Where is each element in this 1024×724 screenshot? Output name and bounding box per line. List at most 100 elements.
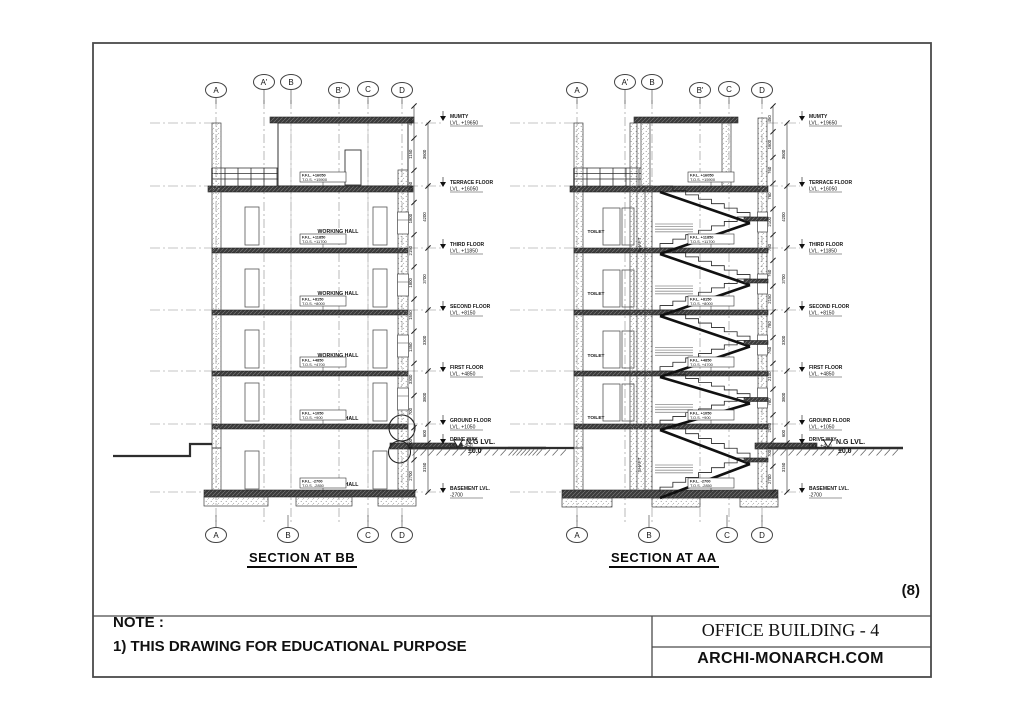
grid-bubble-aa-bottom-b: B bbox=[638, 515, 660, 543]
svg-text:T.O.S. +11700: T.O.S. +11700 bbox=[690, 239, 716, 244]
svg-text:F.F.L. +11850: F.F.L. +11850 bbox=[690, 234, 713, 239]
grid-bubble-aa-bottom-a: A bbox=[566, 515, 588, 543]
svg-text:THIRD FLOOR: THIRD FLOOR bbox=[450, 242, 485, 248]
svg-text:F.F.L. -2700: F.F.L. -2700 bbox=[302, 478, 323, 483]
svg-text:1150: 1150 bbox=[408, 149, 413, 159]
svg-text:T.O.S. +11700: T.O.S. +11700 bbox=[302, 239, 328, 244]
dimension-chain-inner: 4501600760760210078076021507807602100780… bbox=[767, 103, 776, 495]
svg-text:3300: 3300 bbox=[781, 335, 786, 345]
grid-bubble-bb-bottom-a: A bbox=[205, 515, 227, 543]
svg-text:-2700: -2700 bbox=[809, 493, 822, 499]
svg-text:LVL. +11850: LVL. +11850 bbox=[809, 249, 837, 255]
svg-text:LVL. +19650: LVL. +19650 bbox=[450, 121, 478, 127]
svg-text:3700: 3700 bbox=[422, 274, 427, 284]
svg-text:D: D bbox=[399, 531, 405, 540]
room-label: TOILET bbox=[588, 353, 605, 359]
svg-text:F.F.L. +16050: F.F.L. +16050 bbox=[302, 172, 326, 177]
grid-bubble-aa-bottom-c: C bbox=[716, 515, 738, 543]
svg-text:F.F.L. +4850: F.F.L. +4850 bbox=[690, 357, 712, 362]
grid-bubble-aa-top-b: B bbox=[641, 74, 663, 104]
svg-text:LVL. +450: LVL. +450 bbox=[450, 444, 473, 450]
sheet-border bbox=[92, 42, 932, 678]
terrace-railing bbox=[211, 167, 278, 186]
svg-text:T.O.S. +15900: T.O.S. +15900 bbox=[302, 177, 328, 182]
svg-text:3600: 3600 bbox=[781, 149, 786, 159]
svg-text:F.F.L. +8150: F.F.L. +8150 bbox=[302, 296, 324, 301]
svg-text:±0.0: ±0.0 bbox=[838, 448, 852, 455]
svg-text:1150: 1150 bbox=[408, 181, 413, 191]
svg-text:T.O.S. -2850: T.O.S. -2850 bbox=[302, 483, 325, 488]
svg-text:MUMTY: MUMTY bbox=[809, 114, 828, 120]
grid-bubble-bb-top-b: B bbox=[280, 74, 302, 104]
grid-bubble-aa-top-a: A bbox=[566, 82, 588, 104]
brand-title: ARCHI-MONARCH.COM bbox=[697, 650, 884, 667]
level-marker-basement-lvl: BASEMENT LVL.-2700 bbox=[799, 483, 850, 499]
svg-text:TERRACE FLOOR: TERRACE FLOOR bbox=[809, 180, 852, 186]
svg-text:600: 600 bbox=[781, 429, 786, 437]
svg-text:3800: 3800 bbox=[781, 392, 786, 402]
svg-text:760: 760 bbox=[767, 192, 772, 200]
grid-bubble-aa-bottom-d: D bbox=[751, 515, 773, 543]
svg-text:T.O.S. +8000: T.O.S. +8000 bbox=[690, 301, 714, 306]
svg-text:3300: 3300 bbox=[422, 335, 427, 345]
note-item: 1) THIS DRAWING FOR EDUCATIONAL PURPOSE bbox=[113, 638, 467, 655]
svg-text:D: D bbox=[759, 86, 765, 95]
svg-text:F.F.L. +1050: F.F.L. +1050 bbox=[302, 410, 324, 415]
project-title: OFFICE BUILDING - 4 bbox=[701, 620, 880, 640]
svg-text:LVL. +8150: LVL. +8150 bbox=[450, 311, 476, 317]
svg-text:1800: 1800 bbox=[408, 213, 413, 223]
svg-text:B: B bbox=[285, 531, 290, 540]
svg-text:N.G LVL.: N.G LVL. bbox=[836, 439, 865, 446]
ng-level-marker: N.G LVL. ±0.0 bbox=[822, 439, 865, 455]
room-label: WORKING HALL bbox=[318, 229, 360, 235]
grid-bubble-bb-bottom-d: D bbox=[391, 515, 413, 543]
svg-text:450: 450 bbox=[767, 115, 772, 123]
level-marker-basement-lvl: BASEMENT LVL.-2700 bbox=[440, 483, 491, 499]
svg-text:LVL. +4850: LVL. +4850 bbox=[809, 372, 835, 378]
svg-text:C: C bbox=[365, 85, 371, 94]
svg-text:700: 700 bbox=[767, 449, 772, 457]
svg-text:A: A bbox=[574, 531, 580, 540]
svg-text:2150: 2150 bbox=[767, 294, 772, 304]
svg-text:A': A' bbox=[622, 78, 629, 87]
svg-text:T.O.S. -2850: T.O.S. -2850 bbox=[690, 483, 713, 488]
svg-text:760: 760 bbox=[767, 166, 772, 174]
room-label: WORKING HALL bbox=[318, 291, 360, 297]
sheet-number: (8) bbox=[901, 582, 920, 599]
svg-text:F.F.L. +1050: F.F.L. +1050 bbox=[690, 410, 712, 415]
svg-text:780: 780 bbox=[767, 398, 772, 406]
svg-text:600: 600 bbox=[422, 429, 427, 437]
svg-text:GROUND FLOOR: GROUND FLOOR bbox=[450, 418, 491, 424]
room-label: WORKING HALL bbox=[318, 353, 360, 359]
shaft-label: SHAFT bbox=[637, 457, 642, 472]
svg-text:C: C bbox=[726, 85, 732, 94]
svg-text:BASEMENT LVL.: BASEMENT LVL. bbox=[809, 486, 850, 492]
svg-text:3700: 3700 bbox=[781, 274, 786, 284]
svg-text:SECOND FLOOR: SECOND FLOOR bbox=[809, 304, 850, 310]
room-label: TOILET bbox=[588, 291, 605, 297]
svg-text:D: D bbox=[759, 531, 765, 540]
svg-text:1350: 1350 bbox=[408, 342, 413, 352]
svg-text:3150: 3150 bbox=[422, 462, 427, 472]
svg-text:A: A bbox=[213, 86, 219, 95]
ng-level-marker: N.G LVL.±0.0 bbox=[452, 439, 495, 455]
svg-text:THIRD FLOOR: THIRD FLOOR bbox=[809, 242, 844, 248]
room-label: TOILET bbox=[588, 229, 605, 235]
grid-bubble-bb-bottom-c: C bbox=[357, 515, 379, 543]
svg-text:B: B bbox=[288, 78, 293, 87]
